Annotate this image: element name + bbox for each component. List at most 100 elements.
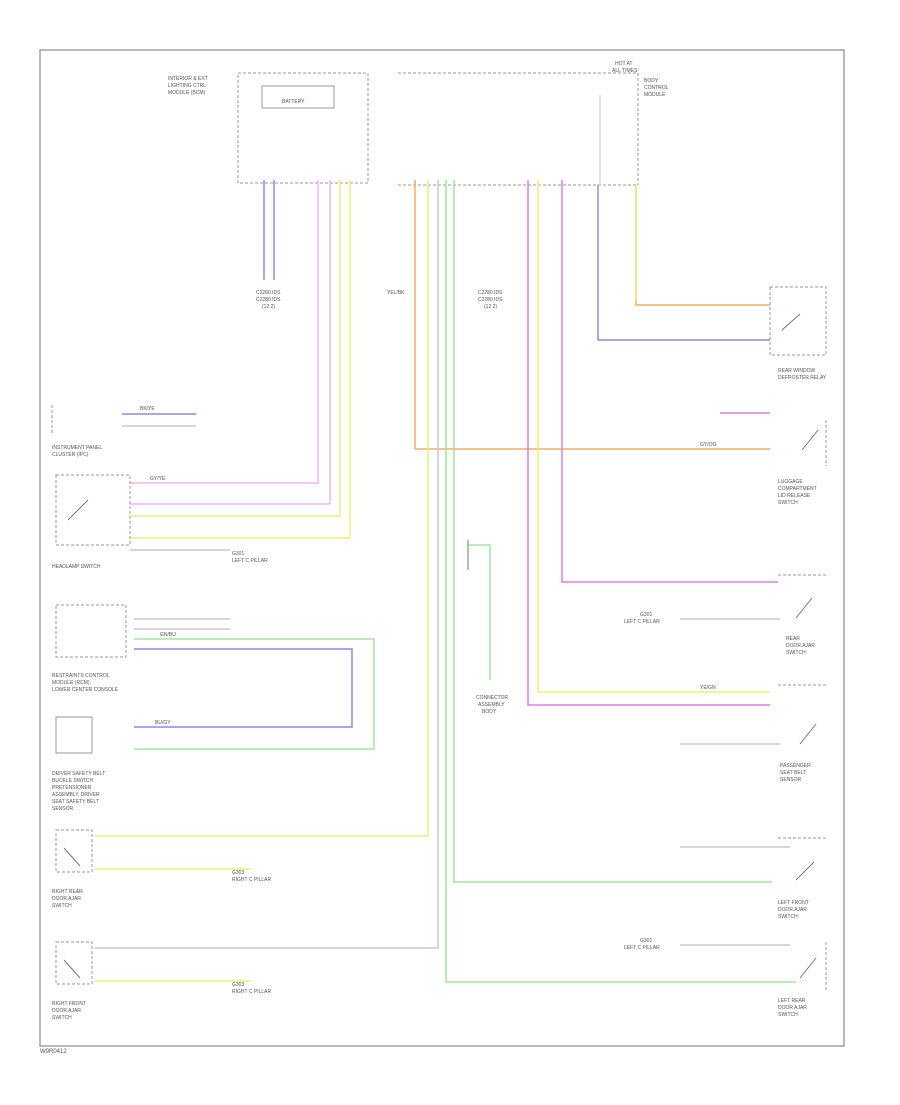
headlamp-switch-contact (67, 499, 89, 521)
wire-label-c3: GN/BU (160, 632, 176, 638)
lf-door-switch: LEFT FRONT DOOR AJAR SWITCH (778, 837, 826, 920)
right-module-side-2: CONTROL (644, 85, 669, 91)
rear-door-label-2: DOOR AJAR (786, 643, 815, 649)
defroster-relay-contact (781, 313, 801, 331)
ground-g4-line-1: G301 (640, 612, 652, 618)
left-module-title-1: INTERIOR & EXT (168, 76, 208, 82)
wire-yellow-1 (130, 180, 341, 517)
rcm-label-3: LOWER CENTER CONSOLE (52, 687, 119, 693)
defroster-label-1: REAR WINDOW (778, 368, 816, 374)
ground-g3-line-1: G303 (232, 982, 244, 988)
lr-door-label-2: DOOR AJAR (778, 1005, 807, 1011)
center-connector-assembly: CONNECTOR ASSEMBLY BODY (467, 540, 509, 715)
connector-right-line-3: (12 2) (484, 304, 497, 310)
ground-g2-line-2: RIGHT C PILLAR (232, 877, 271, 883)
passenger-belt-sensor: PASSENGER SEAT BELT SENSOR (778, 684, 826, 783)
rcm-label-2: MODULE (RCM), (52, 680, 91, 686)
driver-belt-buckle-box (55, 716, 93, 754)
wire-label-c2: GY/YE (150, 476, 166, 482)
lf-door-label-3: SWITCH (778, 914, 798, 920)
driver-belt-label-3: PRETENSIONER (52, 785, 92, 791)
lr-door-switch-contact (799, 957, 817, 979)
passenger-sensor-contact (799, 723, 817, 745)
connector-right-line-2: C2280 IDS (478, 297, 503, 303)
wire-blue-defrost (597, 185, 770, 341)
wire-magenta-pass (527, 180, 770, 706)
wire-green-lr (445, 180, 796, 983)
luggage-label-2: COMPARTMENT (778, 486, 817, 492)
passenger-label-3: SENSOR (780, 777, 802, 783)
rf-door-label-1: RIGHT FRONT (52, 1001, 86, 1007)
left-module-title-2: LIGHTING CTRL (168, 83, 206, 89)
rr-door-label-2: DOOR AJAR (52, 896, 81, 902)
ipc: INSTRUMENT PANEL CLUSTER (IPC) (51, 405, 102, 458)
rr-door-label-1: RIGHT REAR (52, 889, 83, 895)
luggage-label-3: LID RELEASE (778, 493, 811, 499)
rf-door-switch-contact (63, 959, 81, 979)
rear-door-label-1: REAR (786, 636, 800, 642)
diagram-frame (39, 49, 845, 1047)
ground-g5-line-2: LEFT C PILLAR (624, 945, 660, 951)
ground-g1-line-2: LEFT C PILLAR (232, 558, 268, 564)
rcm-box (55, 604, 127, 658)
wire-yellow-rr (95, 180, 429, 837)
luggage-release-switch: LUGGAGE COMPARTMENT LID RELEASE SWITCH (778, 420, 827, 506)
defroster-label-2: DEFROSTER RELAY (778, 375, 827, 381)
wire-label-c4: BU/GY (155, 720, 171, 726)
left-control-module: INTERIOR & EXT LIGHTING CTRL MODULE (BCM… (168, 72, 369, 184)
defroster-relay-box (769, 286, 827, 356)
footer-code: W9R0412 (40, 1049, 67, 1055)
connector-right-line-1: C2280 IDS (478, 290, 503, 296)
headlamp-switch: HEADLAMP SWITCH (52, 474, 131, 570)
right-module-side-3: MODULE (644, 92, 666, 98)
ground-g5-line-1: G301 (640, 938, 652, 944)
ipc-label-2: CLUSTER (IPC) (52, 452, 89, 458)
driver-belt-label-5: SEAT SAFETY BELT (52, 799, 99, 805)
wire-pink-1 (130, 180, 319, 484)
ground-g3-line-2: RIGHT C PILLAR (232, 989, 271, 995)
rr-door-switch-contact (63, 847, 81, 867)
lf-door-label-2: DOOR AJAR (778, 907, 807, 913)
rear-door-switch-contact (795, 597, 813, 619)
ipc-label-1: INSTRUMENT PANEL (52, 445, 102, 451)
rear-door-label-3: SWITCH (786, 650, 806, 656)
left-module-box (237, 72, 369, 184)
rr-door-switch-box (55, 829, 93, 873)
right-module-title-1: HOT AT (615, 61, 633, 67)
center-label-3: BODY (482, 709, 497, 715)
wire-pink-2 (130, 180, 331, 505)
lf-door-switch-contact (795, 861, 815, 881)
wire-yellow-2 (130, 180, 351, 539)
center-label-2: ASSEMBLY (478, 702, 505, 708)
defroster-relay: REAR WINDOW DEFROSTER RELAY (769, 286, 827, 381)
luggage-switch-contact (801, 429, 819, 451)
wire-label-c5: YE/GN (700, 685, 716, 691)
driver-belt-label-2: BUCKLE SWITCH (52, 778, 94, 784)
rf-door-switch: RIGHT FRONT DOOR AJAR SWITCH (52, 941, 93, 1021)
wire-label-c6: GY/OG (700, 442, 717, 448)
rcm: RESTRAINTS CONTROL MODULE (RCM), LOWER C… (52, 604, 127, 693)
wire-label-c1: BK/YE (140, 406, 155, 412)
rr-door-switch: RIGHT REAR DOOR AJAR SWITCH (52, 829, 93, 909)
rr-door-label-3: SWITCH (52, 903, 72, 909)
passenger-label-2: SEAT BELT (780, 770, 806, 776)
lr-door-switch: LEFT REAR DOOR AJAR SWITCH (778, 942, 827, 1018)
headlamp-switch-box (55, 474, 131, 546)
connector-left-line-1: C2280 IDS (256, 290, 281, 296)
lr-door-label-1: LEFT REAR (778, 998, 806, 1004)
connector-left-line-2: C2280 IDS (256, 297, 281, 303)
wire-gray-rf (95, 180, 439, 949)
left-module-inner-box (261, 85, 335, 109)
headlamp-switch-label: HEADLAMP SWITCH (52, 564, 101, 570)
rcm-label-1: RESTRAINTS CONTROL (52, 673, 110, 679)
right-module-side-1: BODY (644, 78, 659, 84)
right-control-module: HOT AT ALL TIMES BODY CONTROL MODULE (398, 61, 669, 186)
wire-green-lf (453, 180, 772, 883)
wire-magenta-rear (561, 180, 778, 583)
left-module-title-3: MODULE (BCM) (168, 90, 206, 96)
driver-belt-buckle: DRIVER SAFETY BELT BUCKLE SWITCH PRETENS… (52, 716, 105, 812)
lr-door-label-3: SWITCH (778, 1012, 798, 1018)
connector-left-line-3: (12 2) (262, 304, 275, 310)
